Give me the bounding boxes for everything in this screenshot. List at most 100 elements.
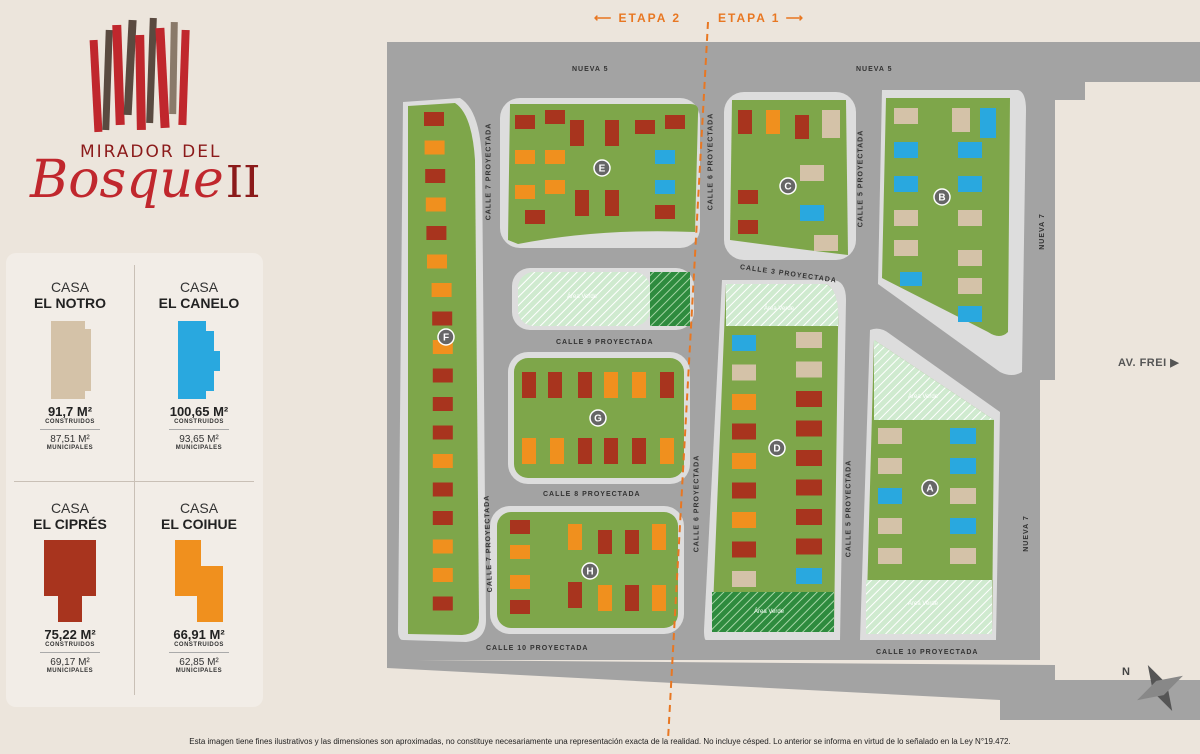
house-marker xyxy=(796,391,822,407)
divider xyxy=(14,481,254,482)
municipal-label: MUNICIPALES xyxy=(175,445,223,451)
house-marker xyxy=(432,568,453,582)
house-marker xyxy=(796,509,822,525)
house-marker xyxy=(958,142,982,158)
house-marker xyxy=(822,110,840,138)
house-card-notro: CASA EL NOTRO 91,7 M² CONSTRUIDOS 87,51 … xyxy=(6,253,134,479)
built-area: 100,65 M² xyxy=(169,404,229,419)
house-marker xyxy=(432,596,453,611)
street-calle9: CALLE 9 PROYECTADA xyxy=(556,339,654,346)
arrow-right-icon: ▶ xyxy=(1170,357,1180,369)
house-marker xyxy=(952,108,970,132)
house-marker xyxy=(431,283,452,297)
block-marker xyxy=(437,328,455,346)
municipal-label: MUNICIPALES xyxy=(46,445,94,451)
street-calle6-top: CALLE 6 PROYECTADA xyxy=(707,112,715,211)
house-marker xyxy=(796,538,822,555)
house-marker xyxy=(432,454,453,468)
street-calle7-top: CALLE 7 PROYECTADA xyxy=(485,122,493,221)
green-area-label: Área Verde xyxy=(764,306,795,312)
house-name: EL COIHUE xyxy=(161,516,237,532)
house-marker xyxy=(894,240,918,256)
house-marker xyxy=(605,190,619,216)
house-marker xyxy=(958,278,982,294)
street-nueva5-left: NUEVA 5 xyxy=(572,66,609,73)
house-marker xyxy=(632,438,646,464)
municipal-area: 93,65 M² xyxy=(179,434,219,445)
house-marker xyxy=(766,110,780,134)
street-calle5-top: CALLE 5 PROYECTADA xyxy=(857,129,865,228)
house-marker xyxy=(950,518,976,534)
house-marker xyxy=(878,548,902,564)
block-marker-label: G xyxy=(594,414,602,425)
house-casa-label: CASA xyxy=(50,279,90,295)
built-area: 75,22 M² xyxy=(44,627,96,642)
house-marker xyxy=(432,368,453,383)
house-marker xyxy=(625,585,639,611)
house-marker xyxy=(425,197,446,212)
house-marker xyxy=(578,438,592,464)
street-calle6-bottom: CALLE 6 PROYECTADA xyxy=(693,454,701,553)
house-marker xyxy=(660,372,674,398)
house-marker xyxy=(950,428,976,444)
house-marker xyxy=(510,600,530,614)
house-marker xyxy=(545,150,565,164)
logo-subtitle: MIRADOR DEL xyxy=(80,142,222,162)
house-marker xyxy=(958,176,982,192)
disclaimer: Esta imagen tiene fines ilustrativos y l… xyxy=(189,737,1011,746)
block-marker-label: A xyxy=(926,484,933,495)
avenue-label: AV. FREI ▶ xyxy=(1118,357,1180,369)
green-area-label: Área Verde xyxy=(567,294,598,300)
house-marker xyxy=(894,176,918,192)
house-marker xyxy=(796,568,822,584)
house-marker xyxy=(432,482,453,497)
house-marker xyxy=(732,571,756,587)
built-label: CONSTRUIDOS xyxy=(45,642,95,648)
house-marker xyxy=(515,185,535,199)
house-name: EL CANELO xyxy=(158,295,240,311)
block-marker-label: C xyxy=(784,182,791,193)
house-marker xyxy=(510,575,530,589)
house-marker xyxy=(894,210,918,226)
house-marker xyxy=(604,438,618,464)
house-marker xyxy=(878,488,902,504)
house-marker xyxy=(424,112,444,126)
municipal-area: 87,51 M² xyxy=(50,434,90,445)
house-marker xyxy=(796,332,822,348)
green-area-calle-9 xyxy=(512,268,694,330)
house-marker xyxy=(732,394,756,410)
street-calle10-left: CALLE 10 PROYECTADA xyxy=(486,645,589,652)
house-canelo-footprint xyxy=(178,321,220,399)
house-casa-label: CASA xyxy=(50,500,90,516)
house-marker xyxy=(878,428,902,444)
street-calle5-bottom: CALLE 5 PROYECTADA xyxy=(845,459,853,558)
house-marker xyxy=(598,530,612,554)
divider xyxy=(134,265,135,695)
house-marker xyxy=(426,226,447,240)
built-label: CONSTRUIDOS xyxy=(174,642,224,648)
street-nueva5-right: NUEVA 5 xyxy=(856,66,893,73)
house-marker xyxy=(732,453,756,469)
house-coihue-footprint xyxy=(175,540,223,622)
green-area-label: Área Verde xyxy=(908,601,939,607)
house-marker xyxy=(900,272,922,286)
house-marker xyxy=(894,108,918,124)
house-marker xyxy=(796,479,822,496)
house-marker xyxy=(796,361,822,378)
house-marker xyxy=(655,180,675,194)
house-marker xyxy=(635,120,655,134)
house-marker xyxy=(432,425,453,440)
block-marker xyxy=(768,439,786,457)
house-marker xyxy=(878,458,902,474)
house-card-canelo: CASA EL CANELO 100,65 M² CONSTRUIDOS 93,… xyxy=(135,253,263,479)
house-marker xyxy=(655,150,675,164)
house-marker xyxy=(432,539,453,554)
house-marker xyxy=(894,142,918,158)
built-area: 66,91 M² xyxy=(173,627,225,642)
house-marker xyxy=(732,512,756,528)
house-cipres-footprint xyxy=(44,540,96,622)
street-calle10-right: CALLE 10 PROYECTADA xyxy=(876,649,979,656)
house-marker xyxy=(800,165,824,181)
